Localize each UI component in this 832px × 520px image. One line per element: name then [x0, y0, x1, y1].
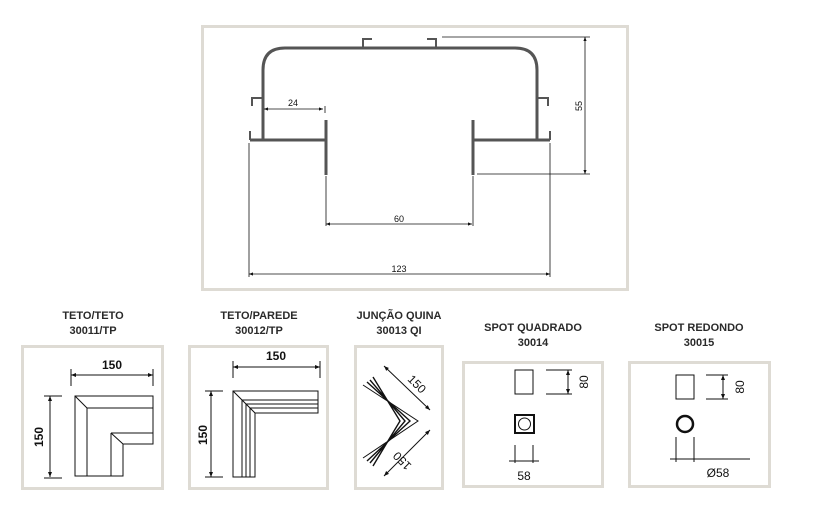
- item-box-teto-parede: [188, 345, 329, 490]
- dim-150-v: 150: [32, 427, 46, 447]
- dim-60: 60: [394, 214, 404, 224]
- dim-150-v: 150: [196, 425, 210, 445]
- teto-parede-drawing: [205, 361, 321, 478]
- item-box-spot-redondo: [628, 361, 771, 488]
- dim-58: 58: [517, 469, 531, 483]
- dim-diameter-58: Ø58: [707, 466, 730, 480]
- dim-150-h: 150: [102, 358, 122, 372]
- item-box-teto-teto: [21, 345, 164, 490]
- dim-24: 24: [288, 98, 298, 108]
- dim-80: 80: [733, 380, 747, 394]
- dim-55: 55: [574, 101, 584, 111]
- dim-150-a: 150: [405, 372, 429, 396]
- aluminum-profile-section: [249, 38, 551, 175]
- dim-80: 80: [577, 375, 591, 389]
- teto-teto-drawing: [44, 369, 154, 479]
- juncao-quina-drawing: [362, 365, 431, 477]
- item-box-spot-quadrado: [462, 361, 604, 488]
- dim-150-b: 150: [390, 449, 414, 473]
- dim-150-h: 150: [266, 349, 286, 363]
- profile-drawing-frame: [201, 25, 629, 291]
- spot-redondo-drawing: [670, 374, 750, 462]
- dim-123: 123: [391, 264, 406, 274]
- spot-quadrado-drawing: [509, 369, 572, 463]
- item-box-juncao-quina: [354, 345, 444, 490]
